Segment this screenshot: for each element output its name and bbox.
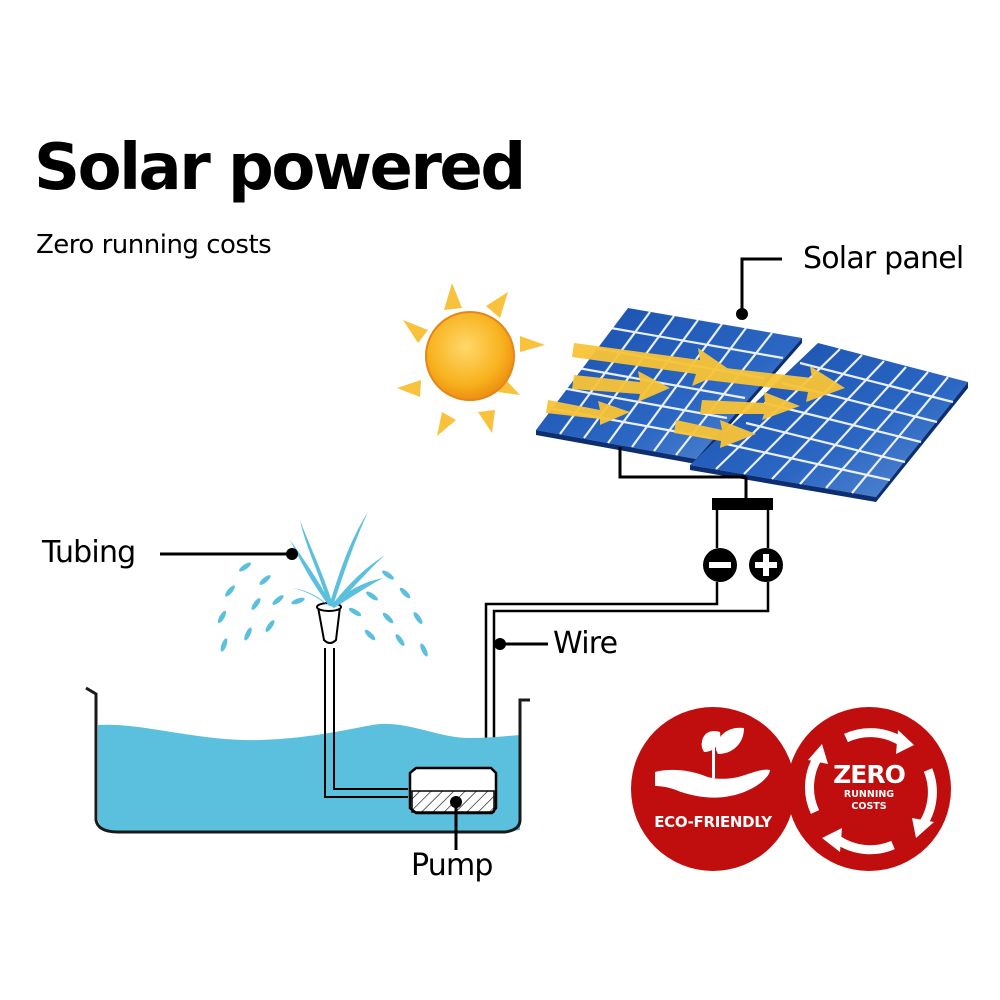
page-title: Solar powered [34, 131, 526, 205]
tubing-leader [160, 548, 298, 560]
sun-icon [397, 283, 545, 436]
solar-panel-label: Solar panel [803, 241, 964, 276]
zero-text: ZERO [833, 760, 906, 789]
page-subtitle: Zero running costs [36, 230, 272, 260]
fountain-icon [217, 512, 428, 657]
pump-label: Pump [411, 848, 493, 883]
eco-friendly-badge [631, 707, 795, 871]
wire-lines [484, 582, 770, 770]
hand-plant-icon [655, 727, 770, 798]
eco-friendly-text: ECO-FRIENDLY [654, 813, 772, 831]
solar-panel-leader [736, 257, 782, 320]
costs-text: COSTS [851, 801, 887, 812]
battery-terminal-icon [703, 548, 783, 582]
tubing-label: Tubing [42, 535, 136, 570]
solar-panel-icon [536, 308, 968, 502]
wire-label: Wire [553, 626, 618, 661]
running-text: RUNNING [843, 789, 895, 800]
terminal-bar [712, 498, 773, 510]
zero-running-costs-badge [787, 707, 951, 871]
wire-leader [494, 638, 548, 650]
panel-wiring [618, 447, 748, 500]
pump-icon [408, 766, 498, 850]
tubing-lines [324, 648, 408, 798]
